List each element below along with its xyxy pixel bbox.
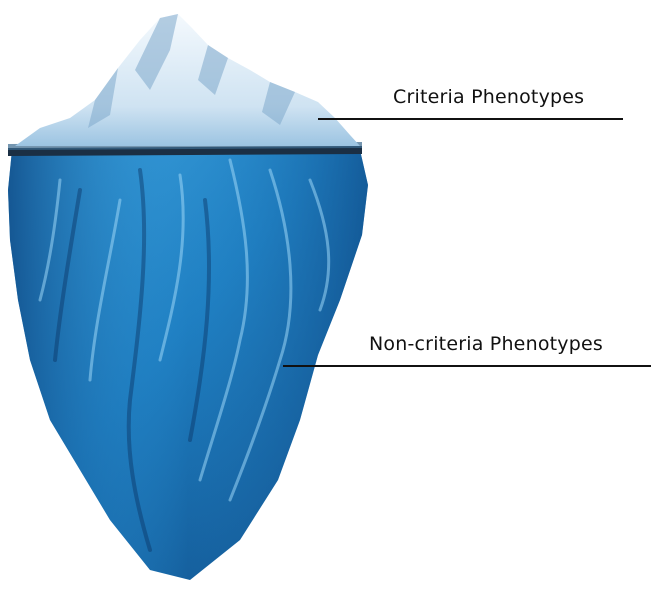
criteria-phenotypes-label: Criteria Phenotypes bbox=[393, 86, 584, 108]
non-criteria-phenotypes-label: Non-criteria Phenotypes bbox=[369, 333, 603, 355]
iceberg-tip bbox=[15, 14, 360, 146]
